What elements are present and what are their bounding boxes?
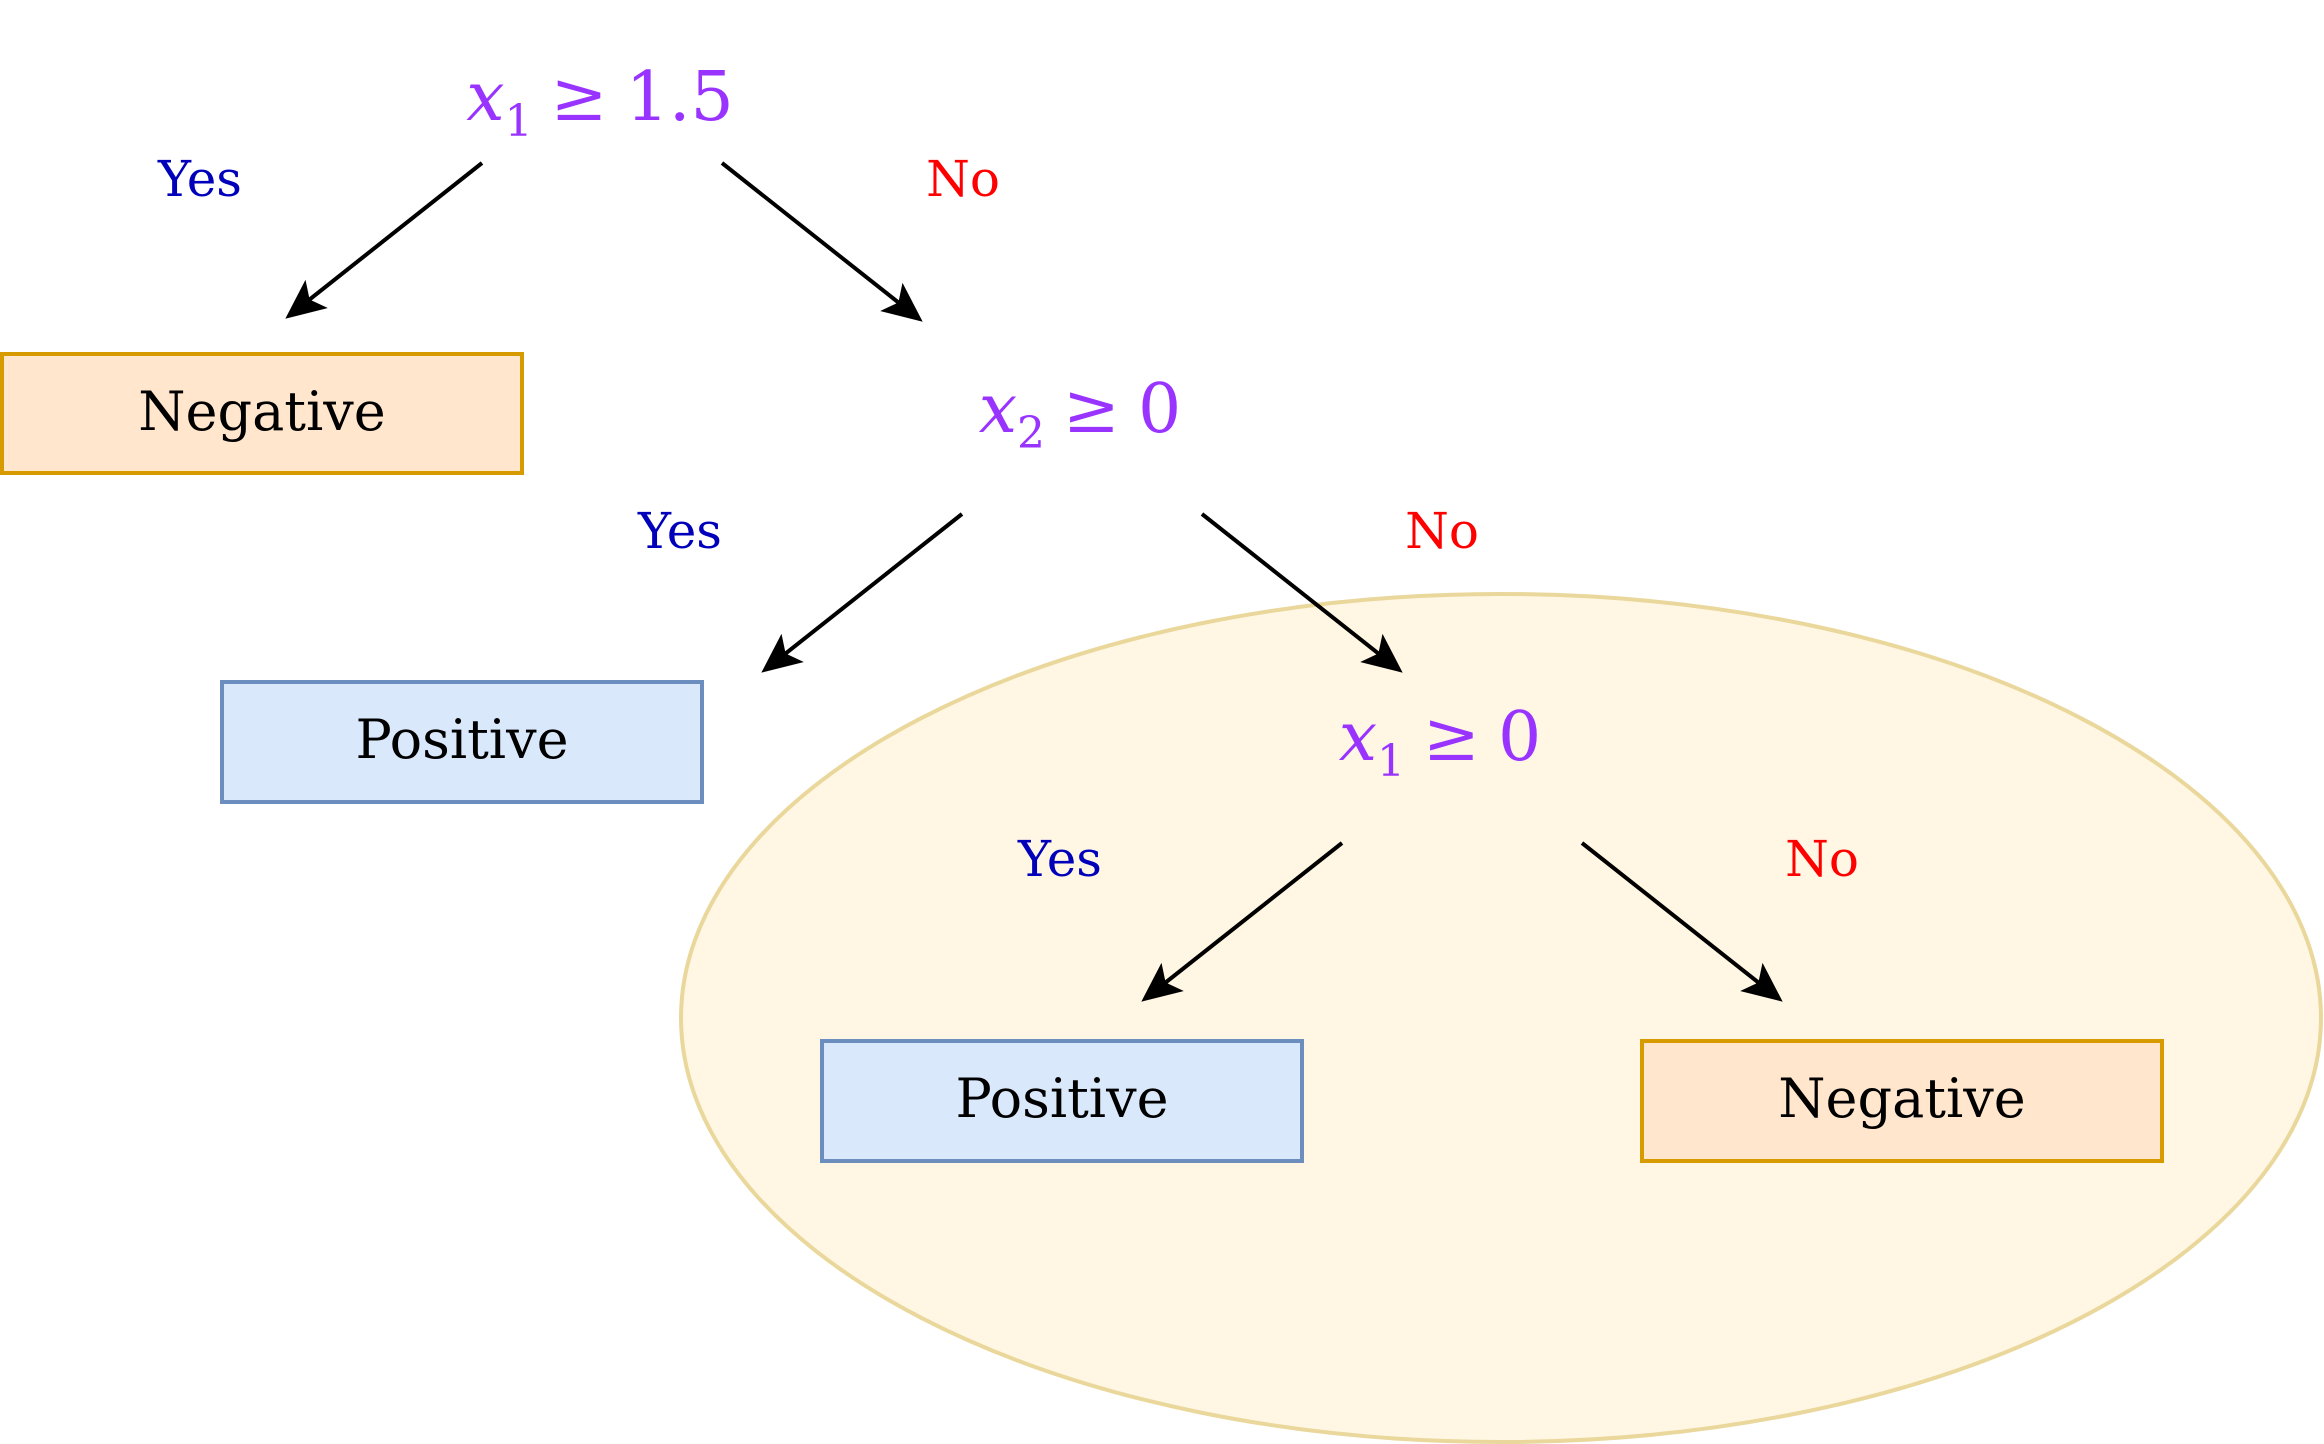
svg-text:x1≥0: x1 ≥0 [1339,698,1542,787]
edge-second-no [1200,512,1403,673]
edges [285,161,1783,1002]
leaf-box [820,1039,1304,1163]
condition-op: ≥ [1423,698,1480,777]
branch-label-second-no: No [1405,502,1479,560]
edge-root-no [720,161,923,322]
edge-third-no [1580,841,1783,1002]
branch-label-third-yes: Yes [1017,830,1102,888]
leaf-box [1640,1039,2164,1163]
svg-text:x1≥1.5: x1 ≥1.5 [466,58,734,147]
leaf-box [0,352,524,475]
condition-node-third: x1 ≥0 [1339,698,1542,787]
leaf-label: Negative [1778,1067,2025,1130]
branch-label-root-no: No [926,150,1000,208]
condition-var: x [979,370,1017,449]
condition-value: 0 [1498,698,1541,777]
edge-second-yes [761,512,964,673]
condition-op: ≥ [1063,370,1120,449]
leaf-second-yes: Positive [220,680,704,804]
branch-label-root-yes: Yes [157,150,242,208]
leaf-third-yes: Positive [820,1039,1304,1163]
condition-sub: 2 [1017,408,1045,459]
condition-value: 1.5 [626,58,734,137]
leaf-label: Negative [138,380,385,443]
leaf-third-no: Negative [1640,1039,2164,1163]
leaf-box [220,680,704,804]
condition-op: ≥ [551,58,608,137]
condition-node-second: x2 ≥0 [979,370,1182,459]
leaf-root-yes: Negative [0,352,524,475]
branch-label-third-no: No [1785,830,1859,888]
condition-sub: 1 [505,96,533,147]
leaf-label: Positive [355,708,568,771]
leaf-label: Positive [955,1067,1168,1130]
branch-label-second-yes: Yes [637,502,722,560]
highlight-ellipse [679,592,2323,1444]
condition-var: x [466,58,504,137]
condition-node-root: x1 ≥1.5 [466,58,734,147]
condition-var: x [1339,698,1377,777]
svg-text:x2≥0: x2 ≥0 [979,370,1182,459]
condition-value: 0 [1138,370,1181,449]
edge-root-yes [285,161,484,319]
edge-third-yes [1141,841,1344,1002]
condition-sub: 1 [1377,736,1405,787]
